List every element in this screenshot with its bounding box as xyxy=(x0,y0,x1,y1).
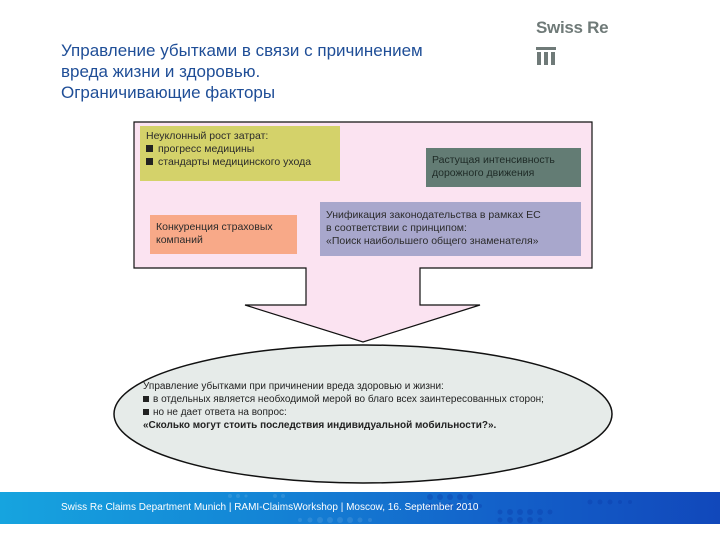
factor-cost-growth: Неуклонный рост затрат: прогресс медицин… xyxy=(140,126,340,181)
factor-eu-line-1: Унификация законодательства в рамках ЕС xyxy=(326,209,541,221)
footer-bar: Swiss Re Claims Department Munich | RAMI… xyxy=(0,492,720,524)
swiss-re-pillars-icon xyxy=(536,47,556,65)
factor-traffic-intensity: Растущая интенсивность дорожного движени… xyxy=(426,148,581,187)
factor-cost-heading: Неуклонный рост затрат: xyxy=(146,130,269,142)
conclusion-bullet-1: в отдельных является необходимой мерой в… xyxy=(143,393,603,406)
factor-eu-unification: Унификация законодательства в рамках ЕС … xyxy=(320,202,581,256)
factor-traffic-line-2: дорожного движения xyxy=(432,167,535,179)
factor-competition-line-2: компаний xyxy=(156,234,203,246)
conclusion-question: «Сколько могут стоить последствия индиви… xyxy=(143,420,497,431)
title-line-2: вреда жизни и здоровью. xyxy=(61,62,261,81)
factor-cost-bullet-2: стандарты медицинского ухода xyxy=(146,156,334,169)
conclusion-text: Управление убытками при причинении вреда… xyxy=(143,380,603,432)
slide-title: Управление убытками в связи с причинение… xyxy=(61,40,521,103)
factor-cost-bullet-1: прогресс медицины xyxy=(146,143,334,156)
swiss-re-logo-text: Swiss Re xyxy=(536,18,609,37)
factor-eu-line-3: «Поиск наибольшего общего знаменателя» xyxy=(326,235,539,247)
conclusion-bullet-2: но не дает ответа на вопрос: xyxy=(143,406,603,419)
factor-competition-line-1: Конкуренция страховых xyxy=(156,221,273,233)
factor-eu-line-2: в соответствии с принципом: xyxy=(326,222,467,234)
factor-insurer-competition: Конкуренция страховых компаний xyxy=(150,215,297,254)
factor-traffic-line-1: Растущая интенсивность xyxy=(432,154,555,166)
title-line-1: Управление убытками в связи с причинение… xyxy=(61,41,423,60)
title-line-3: Ограничивающие факторы xyxy=(61,83,276,102)
conclusion-heading: Управление убытками при причинении вреда… xyxy=(143,381,444,392)
footer-dot-pattern xyxy=(228,494,632,523)
footer-text: Swiss Re Claims Department Munich | RAMI… xyxy=(61,502,479,513)
